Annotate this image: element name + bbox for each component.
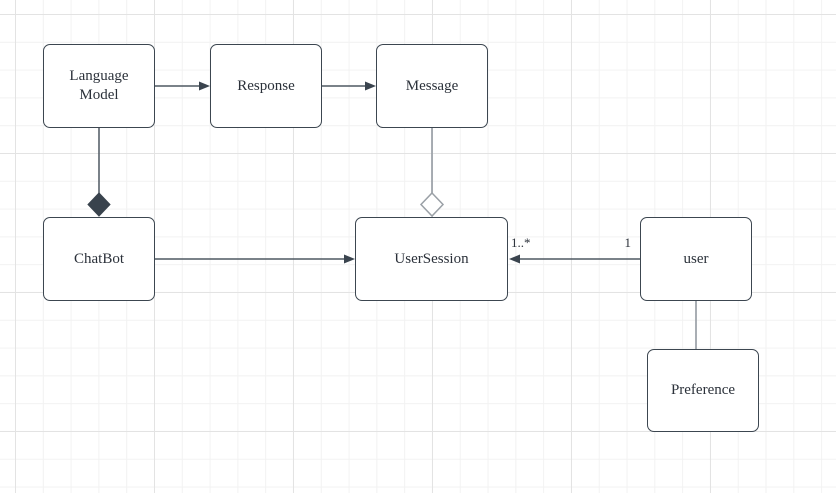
node-response[interactable]: Response (210, 44, 322, 128)
edge-response-message[interactable] (322, 81, 376, 91)
node-usersession-label: UserSession (394, 250, 469, 267)
node-usersession[interactable]: UserSession (355, 217, 508, 301)
node-chatbot-label: ChatBot (73, 250, 124, 267)
node-response-label: Response (237, 77, 295, 94)
node-language-model-label: Language Model (69, 68, 129, 103)
node-chatbot[interactable]: ChatBot (43, 217, 155, 301)
node-preference-label: Preference (670, 382, 736, 399)
node-message-label: Message (405, 77, 459, 94)
edge-message-usersession-aggregation[interactable] (419, 128, 445, 218)
edge-languagemodel-response[interactable] (155, 81, 210, 91)
node-message[interactable]: Message (376, 44, 488, 128)
node-preference[interactable]: Preference (647, 349, 759, 432)
multiplicity-label-user-end[interactable]: 1 (624, 235, 632, 250)
edge-languagemodel-chatbot-composition[interactable] (87, 128, 111, 217)
node-user-label: user (683, 250, 709, 267)
multiplicity-label-usersession-end[interactable]: 1..* (511, 235, 531, 250)
edge-user-usersession[interactable] (509, 254, 640, 264)
node-user[interactable]: user (640, 217, 752, 301)
node-language-model[interactable]: Language Model (43, 44, 155, 128)
edge-chatbot-usersession[interactable] (155, 254, 355, 264)
